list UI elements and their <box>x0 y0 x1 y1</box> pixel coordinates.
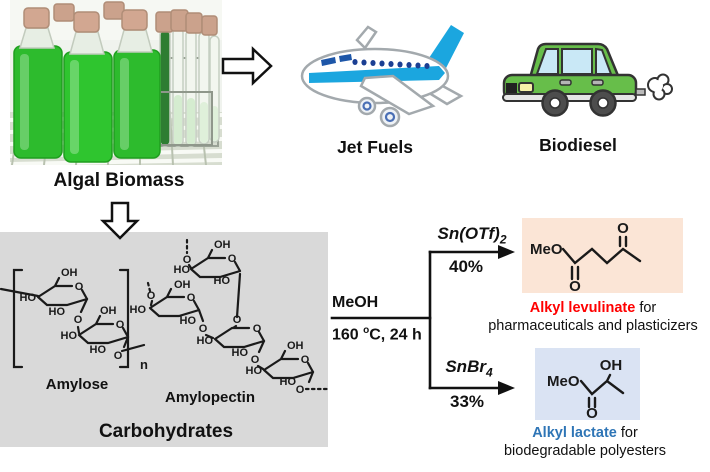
levulinate-bonds <box>561 235 642 281</box>
atom-label: O <box>617 220 629 237</box>
amylose-label: Amylose <box>45 376 109 393</box>
atom-label: n <box>140 357 148 372</box>
lactate-caption: Alkyl lactate for biodegradable polyeste… <box>469 424 701 460</box>
atom-label: OH <box>600 357 623 374</box>
body-stripe <box>309 66 445 83</box>
solvent-label: MeOH <box>332 294 379 311</box>
atom-label: O <box>251 354 260 366</box>
atom-label: O <box>74 314 83 326</box>
polymer-brackets <box>12 268 130 369</box>
passenger-windows <box>352 59 430 69</box>
cockpit-window <box>321 57 336 66</box>
test-tubes <box>155 9 220 147</box>
cockpit-window2 <box>339 54 352 62</box>
atom-label: OH <box>174 279 191 291</box>
levulinate-structure-box: MeO O O <box>522 218 683 295</box>
arrowhead-top <box>498 245 515 259</box>
headlight <box>518 82 534 93</box>
atom-label: MeO <box>530 241 563 258</box>
arrowhead-bottom <box>498 381 515 395</box>
atom-label: HO <box>197 335 214 347</box>
far-wing <box>355 25 378 50</box>
atom-label: HO <box>90 344 107 356</box>
car-grille <box>506 83 517 94</box>
exhaust-pipe <box>635 88 646 96</box>
atom-label: O <box>75 281 84 293</box>
yield-top-label: 40% <box>448 257 484 276</box>
carbohydrates-title: Carbohydrates <box>98 421 234 442</box>
lactate-name: Alkyl lactate <box>532 425 617 441</box>
atom-label: O <box>301 354 310 366</box>
atom-label: HO <box>246 365 263 377</box>
levulinate-name: Alkyl levulinate <box>529 300 636 316</box>
wheels <box>541 89 617 117</box>
atom-label: MeO <box>547 373 580 390</box>
atom-label: HO <box>20 292 37 304</box>
atom-label: OH <box>214 239 231 251</box>
atom-label: O <box>114 350 123 362</box>
atom-label: HO <box>232 347 249 359</box>
algal-biomass-photo <box>10 0 222 165</box>
door-handle2 <box>591 79 604 86</box>
atom-label: O <box>233 314 242 326</box>
lactate-bonds <box>579 373 625 409</box>
amylopectin-label: Amylopectin <box>164 389 255 406</box>
atom-label: OH <box>100 305 117 317</box>
lactate-structure-box: OH MeO O <box>535 348 640 422</box>
atom-label: HO <box>61 330 78 342</box>
algae-bottles <box>13 1 161 163</box>
door-handle <box>559 79 572 86</box>
atom-label: HO <box>180 315 197 327</box>
atom-label: O <box>187 292 196 304</box>
atom-label: HO <box>280 376 297 388</box>
conditions-label: 160 oC, 24 h <box>332 325 422 344</box>
reaction-arrows <box>330 245 515 395</box>
lactate-use: biodegradable polyesters <box>503 443 667 459</box>
atom-label: O <box>147 290 156 302</box>
arrow-down-icon <box>100 201 140 240</box>
atom-label: O <box>228 253 237 265</box>
atom-label: HO <box>214 275 231 287</box>
car-windows <box>535 47 613 75</box>
atom-label: O <box>569 278 581 293</box>
atom-label: HO <box>49 306 66 318</box>
wing <box>359 74 436 116</box>
atom-label: HO <box>174 264 191 276</box>
algal-biomass-label: Algal Biomass <box>53 170 185 191</box>
atom-label: OH <box>287 340 304 352</box>
atom-label: O <box>253 323 262 335</box>
lactate-structure: OH MeO O <box>547 357 625 422</box>
airplane-icon <box>300 25 464 128</box>
atom-label: O <box>116 319 125 331</box>
biodiesel-label: Biodiesel <box>539 135 617 155</box>
atom-label: HO <box>130 304 147 316</box>
levulinate-caption: Alkyl levulinate for pharmaceuticals and… <box>477 299 709 335</box>
levulinate-structure: MeO O O <box>530 220 642 295</box>
atom-label: OH <box>61 267 78 279</box>
atom-label: O <box>586 405 598 420</box>
arrow-right-icon <box>221 46 273 86</box>
levulinate-use: pharmaceuticals and plasticizers <box>488 318 698 334</box>
catalyst-top-label: Sn(OTf)2 <box>437 224 507 247</box>
sugar-ring-bonds <box>36 248 315 380</box>
glycosidic-links <box>0 263 315 384</box>
exhaust-puff <box>647 73 673 101</box>
catalyst-bottom-label: SnBr4 <box>445 357 493 380</box>
atom-label: O <box>199 323 208 335</box>
engines <box>357 96 401 128</box>
jet-fuels-label: Jet Fuels <box>337 137 413 157</box>
atom-label: O <box>183 254 192 266</box>
car-icon <box>502 42 673 117</box>
atom-label: O <box>296 384 305 396</box>
chain-continuation-dashes <box>146 238 328 391</box>
yield-bottom-label: 33% <box>449 392 485 411</box>
